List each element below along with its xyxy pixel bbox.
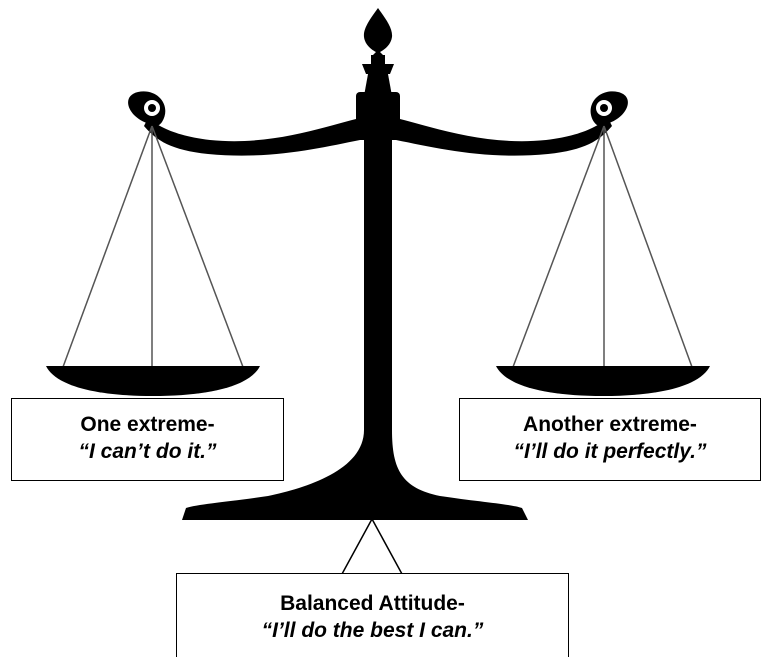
upper-pillar — [364, 74, 392, 96]
finial-collar — [362, 64, 394, 74]
left-pan — [46, 366, 260, 396]
left-extreme-quote: “I can’t do it.” — [78, 440, 217, 463]
finial-neck — [371, 55, 385, 65]
fulcrum-triangle — [340, 517, 404, 575]
right-pan-strings — [512, 125, 693, 368]
right-extreme-quote: “I’ll do it perfectly.” — [513, 440, 707, 463]
right-pan — [496, 366, 710, 396]
beam-hub — [356, 92, 400, 124]
left-extreme-label: One extreme- “I can’t do it.” — [11, 398, 284, 481]
right-extreme-heading: Another extreme- — [523, 413, 697, 436]
balanced-attitude-quote: “I’ll do the best I can.” — [261, 619, 484, 642]
balanced-attitude-label: Balanced Attitude- “I’ll do the best I c… — [176, 573, 569, 657]
scale-beam — [144, 118, 612, 156]
scale-finial — [363, 8, 393, 56]
balanced-attitude-heading: Balanced Attitude- — [280, 592, 465, 615]
right-extreme-label: Another extreme- “I’ll do it perfectly.” — [459, 398, 761, 481]
left-pan-strings — [62, 125, 244, 368]
left-extreme-heading: One extreme- — [80, 413, 215, 436]
